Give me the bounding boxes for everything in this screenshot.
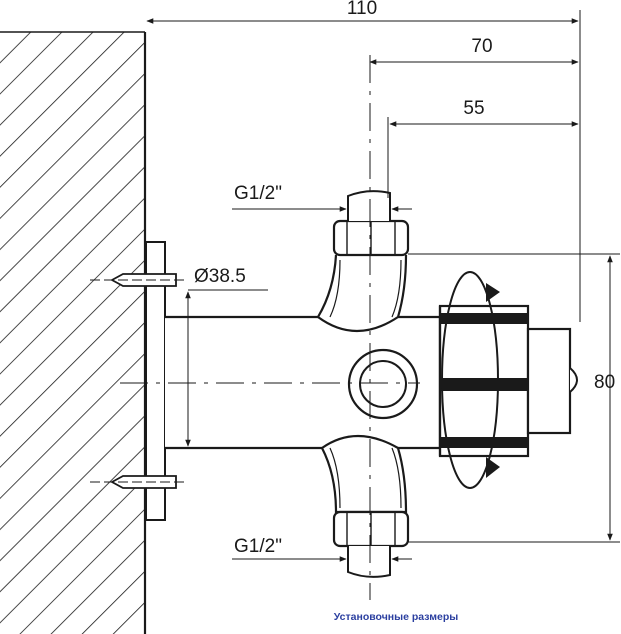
top-pipe — [347, 190, 391, 221]
handle-knob — [438, 304, 530, 458]
top-nut — [332, 219, 410, 257]
bottom-pipe — [347, 546, 391, 578]
caption: Установочные размеры — [334, 611, 458, 623]
handle-cap — [526, 327, 578, 435]
dim-55-label: 55 — [463, 98, 484, 119]
dim-110-label: 110 — [347, 0, 377, 19]
dim-70-label: 70 — [471, 36, 492, 57]
center-port — [347, 348, 419, 420]
dim-110: 110 — [146, 0, 581, 322]
dim-diameter: Ø38.5 — [185, 266, 268, 447]
center-lines — [120, 55, 420, 600]
dim-55: 55 — [387, 98, 579, 198]
rotation-arrow — [441, 271, 500, 489]
dim-80: 80 — [408, 253, 620, 543]
diameter-label: Ø38.5 — [194, 266, 246, 287]
wall-screw-bottom — [90, 475, 185, 489]
dim-80-label: 80 — [594, 372, 615, 393]
dim-70: 70 — [369, 36, 579, 65]
bottom-nut — [332, 510, 410, 548]
bottom-branch — [321, 434, 408, 514]
dim-bottom-thread: G1/2" — [232, 536, 412, 562]
top-branch — [316, 254, 408, 333]
top-thread-label: G1/2" — [234, 183, 282, 204]
wall-section — [0, 31, 147, 634]
wall-screw-top — [90, 273, 185, 287]
dim-top-thread: G1/2" — [232, 183, 412, 212]
bottom-thread-label: G1/2" — [234, 536, 282, 557]
